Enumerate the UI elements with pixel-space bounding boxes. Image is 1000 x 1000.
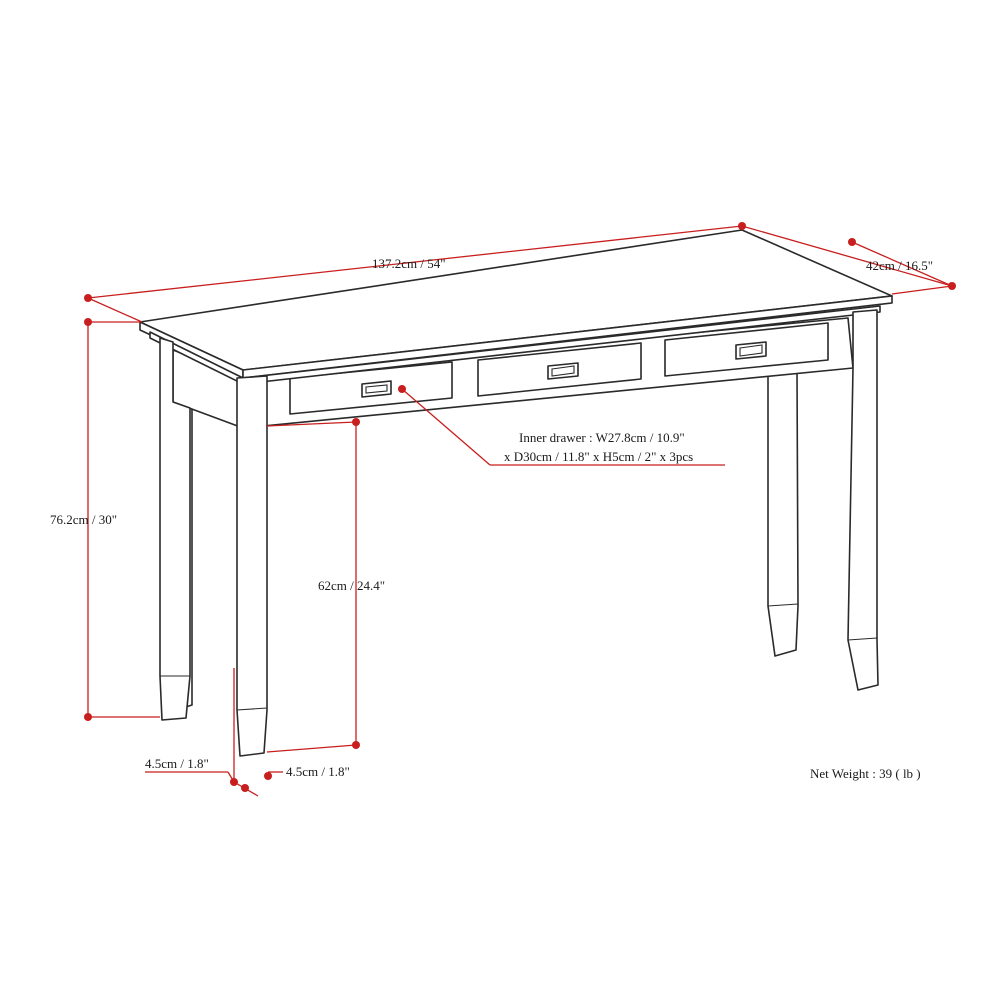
- leg-width-right-label: 4.5cm / 1.8": [286, 764, 350, 779]
- drawer-spec-line1: Inner drawer : W27.8cm / 10.9": [519, 430, 685, 445]
- console-table: [139, 229, 893, 757]
- dimension-clearance: [266, 418, 360, 753]
- dimension-drawer-leader: [398, 385, 725, 466]
- clearance-label: 62cm / 24.4": [318, 578, 385, 593]
- drawer-left: [289, 361, 453, 415]
- dimension-length: [84, 222, 746, 323]
- back-right-leg: [767, 369, 799, 657]
- front-right-leg: [847, 309, 879, 691]
- dimension-depth: [741, 225, 956, 295]
- front-left-leg: [159, 337, 191, 721]
- front-center-leg: [236, 375, 268, 757]
- drawer-middle: [477, 342, 642, 397]
- dimension-height: [84, 318, 160, 721]
- length-label: 137.2cm / 54": [372, 256, 446, 271]
- height-label: 76.2cm / 30": [50, 512, 117, 527]
- leg-width-left-label: 4.5cm / 1.8": [145, 756, 209, 771]
- drawer-spec-line2: x D30cm / 11.8" x H5cm / 2" x 3pcs: [504, 449, 693, 464]
- net-weight-label: Net Weight : 39 ( lb ): [810, 766, 921, 781]
- dimension-leg-width: [145, 668, 283, 797]
- drawer-right: [664, 322, 829, 377]
- depth-label: 42cm / 16.5": [866, 258, 933, 273]
